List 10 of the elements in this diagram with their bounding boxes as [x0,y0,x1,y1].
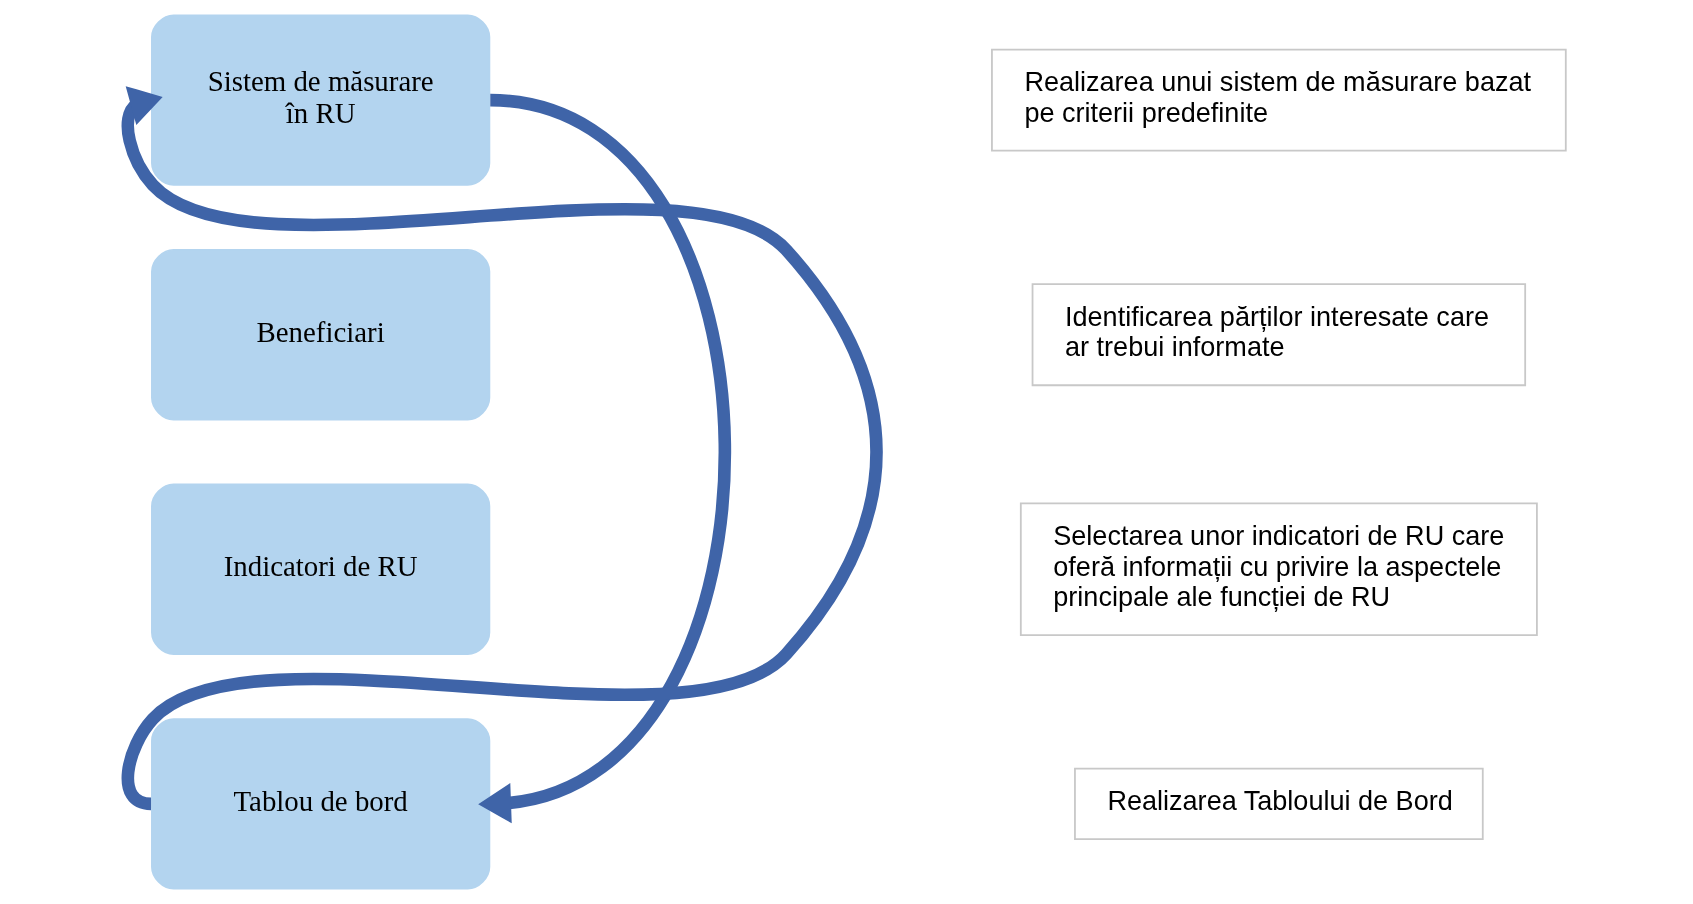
node-box: Indicatori de RU [151,483,491,655]
node-box: Realizarea unui sistem de măsurare bazat pe criterii predefinite [991,48,1567,152]
arrow [478,93,731,824]
node-box: Tablou de bord [151,718,491,890]
node-box: Sistem de măsurare în RU [151,14,491,186]
arrow [121,86,883,810]
node-box: Realizarea Tabloului de Bord [1074,767,1484,840]
node-box: Identificarea părților interesate care ar trebui informate [1031,283,1527,387]
node-box: Selectarea unor indicatori de RU care oferă informații cu privire la aspectele principale ale funcției de RU [1019,502,1538,637]
node-box: Beneficiari [151,249,491,421]
